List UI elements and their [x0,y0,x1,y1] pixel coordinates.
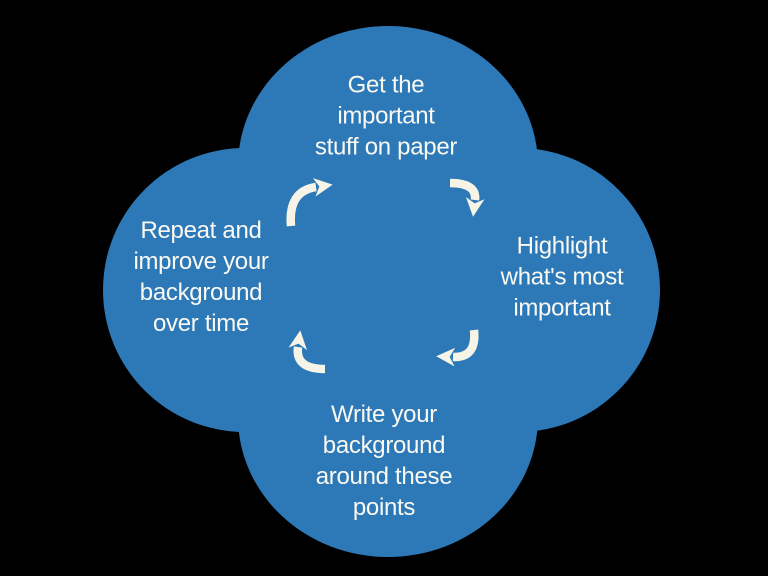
step-label-bottom: Write your background around these point… [315,401,453,521]
step-label-right: Highlight what's most important [500,232,624,322]
step-label-left: Repeat and improve your background over … [133,217,269,337]
step-circle-bottom [238,277,538,557]
step-label-top: Get the important stuff on paper [314,71,458,161]
